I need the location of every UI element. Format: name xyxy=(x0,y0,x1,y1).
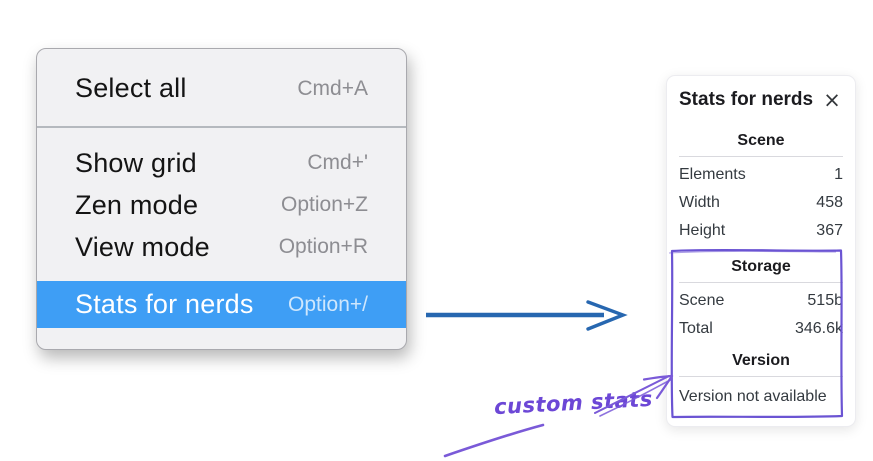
menu-section-bottom: Show grid Cmd+' Zen mode Option+Z View m… xyxy=(37,128,406,345)
stat-label: Total xyxy=(679,320,713,337)
menu-item-label: Show grid xyxy=(75,147,197,178)
stat-value: 346.6k xyxy=(794,320,843,337)
stat-row-elements: Elements 1 xyxy=(667,161,855,189)
stat-value: 1 xyxy=(834,166,843,183)
menu-item-shortcut: Cmd+A xyxy=(297,76,368,100)
flow-arrow-icon xyxy=(426,300,628,331)
menu-section-top: Select all Cmd+A xyxy=(37,49,406,126)
annotation-label: custom stats xyxy=(493,386,654,420)
menu-item-label: Select all xyxy=(75,73,187,103)
stat-row-total-storage: Total 346.6k xyxy=(667,315,855,343)
menu-item-stats-for-nerds[interactable]: Stats for nerds Option+/ xyxy=(37,281,406,328)
stat-value: 458 xyxy=(816,194,843,211)
section-header-version: Version xyxy=(732,352,790,369)
context-menu: Select all Cmd+A Show grid Cmd+' Zen mod… xyxy=(36,48,407,350)
menu-item-label: View mode xyxy=(75,231,210,262)
section-divider xyxy=(679,156,843,157)
menu-divider xyxy=(37,126,406,128)
menu-spacer xyxy=(37,268,406,281)
close-icon: × xyxy=(823,88,841,112)
menu-item-shortcut: Option+Z xyxy=(281,193,368,216)
scene-rows: Elements 1 Width 458 Height 367 xyxy=(667,157,855,245)
stats-panel-header: Stats for nerds × xyxy=(667,76,855,111)
stat-label: Height xyxy=(679,222,726,239)
stat-label: Scene xyxy=(679,292,725,309)
stats-panel: Stats for nerds × Scene Elements 1 Width… xyxy=(666,75,856,427)
menu-item-shortcut: Option+R xyxy=(278,235,368,258)
menu-item-label: Zen mode xyxy=(75,189,199,220)
menu-item-zen-mode[interactable]: Zen mode Option+Z xyxy=(37,184,406,226)
menu-item-show-grid[interactable]: Show grid Cmd+' xyxy=(37,142,406,184)
stat-row-width: Width 458 xyxy=(667,189,855,217)
menu-item-view-mode[interactable]: View mode Option+R xyxy=(37,226,406,268)
stat-row-height: Height 367 xyxy=(667,217,855,245)
menu-item-shortcut: Option+/ xyxy=(288,292,368,316)
stat-label: Width xyxy=(679,194,720,211)
stat-value: 367 xyxy=(816,222,843,239)
stat-label: Elements xyxy=(679,166,746,183)
menu-item-shortcut: Cmd+' xyxy=(307,151,368,174)
section-header-scene: Scene xyxy=(737,132,785,149)
section-header-storage: Storage xyxy=(731,258,791,275)
close-button[interactable]: × xyxy=(821,89,843,111)
menu-item-label: Stats for nerds xyxy=(75,289,254,319)
menu-item-select-all[interactable]: Select all Cmd+A xyxy=(37,62,406,115)
stat-value: 515b xyxy=(807,292,843,309)
stat-row-scene-storage: Scene 515b xyxy=(667,287,855,315)
section-divider xyxy=(679,376,843,377)
stats-panel-title: Stats for nerds xyxy=(679,89,814,110)
version-note: Version not available xyxy=(679,388,827,405)
storage-rows: Scene 515b Total 346.6k xyxy=(667,283,855,343)
